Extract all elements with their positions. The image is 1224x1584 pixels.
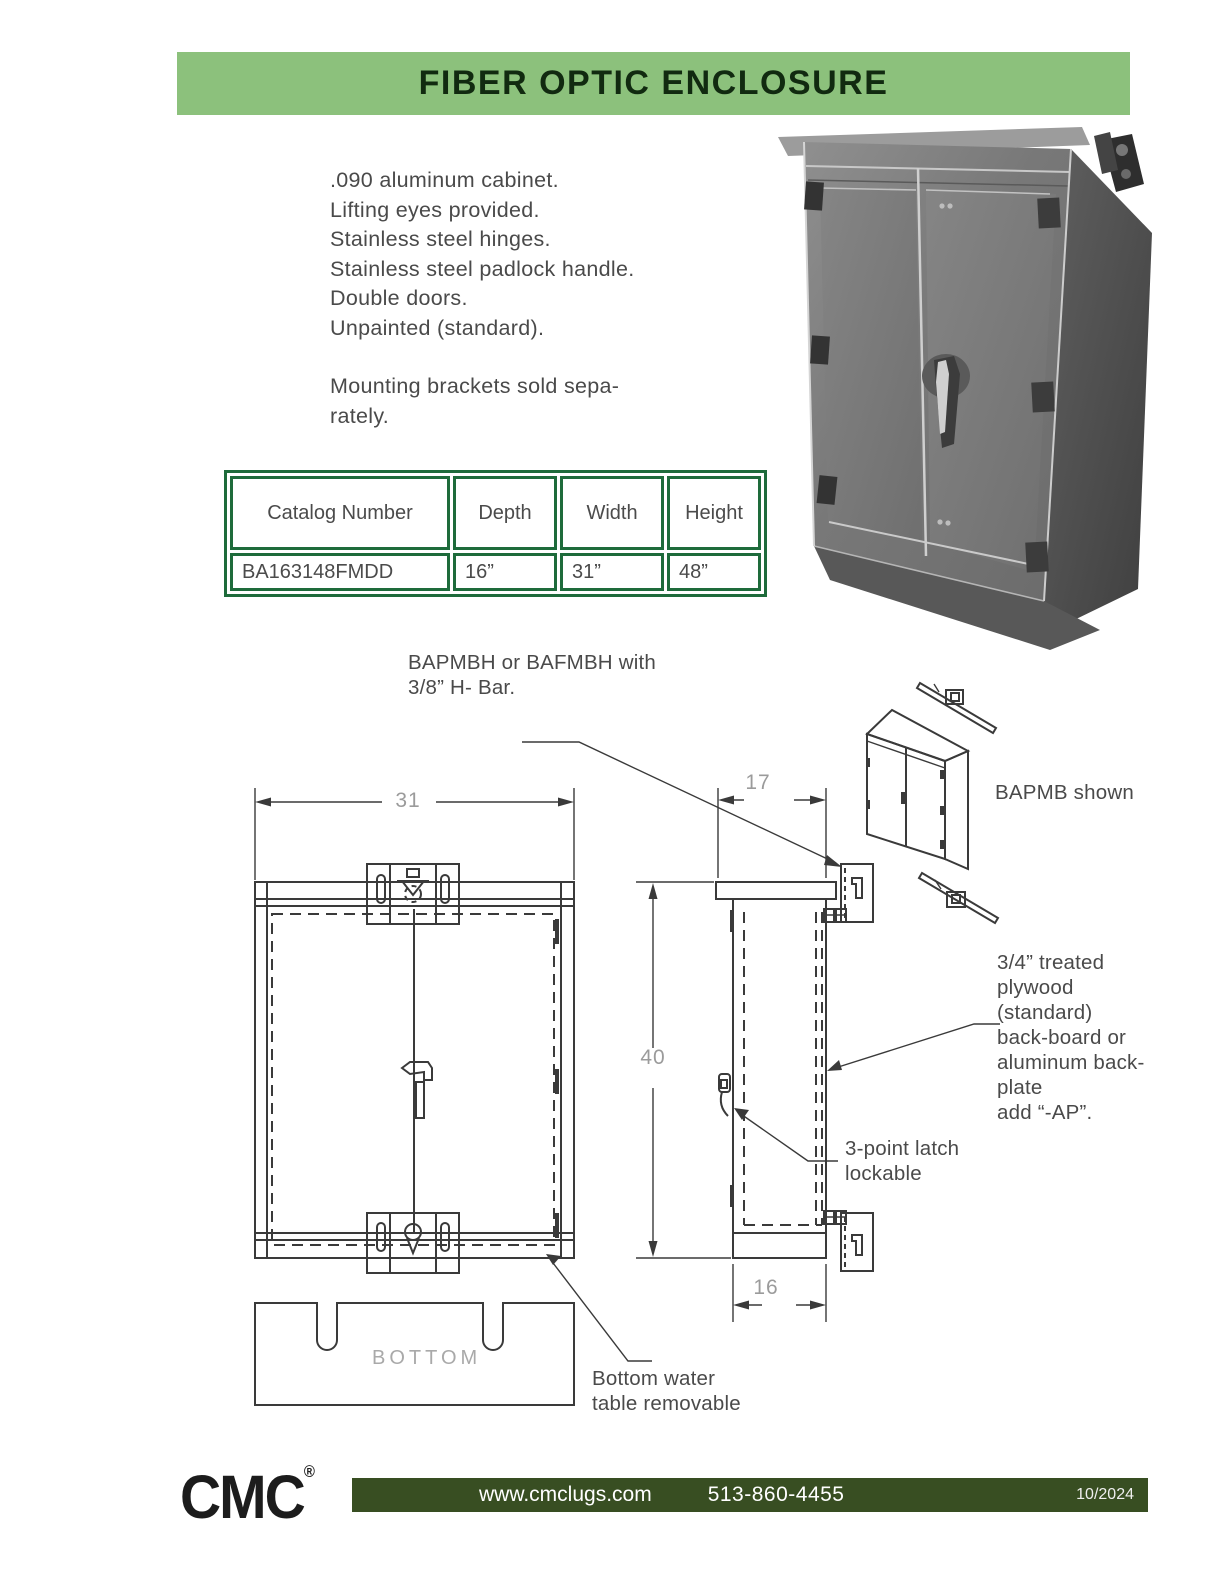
footer-website: www.cmclugs.com — [479, 1483, 652, 1506]
feature-line: Stainless steel padlock handle. — [330, 256, 635, 281]
isometric-view — [865, 681, 1000, 925]
header-width: Width — [560, 476, 664, 550]
front-view — [254, 788, 575, 1274]
cmc-logo: CMC® — [180, 1463, 315, 1533]
dimension-bottom-depth: 16 — [753, 1276, 779, 1299]
photo-padlock-handle — [922, 354, 970, 448]
feature-line: Double doors. — [330, 286, 468, 310]
side-bottom-bracket — [823, 1210, 874, 1272]
header-height: Height — [667, 476, 761, 550]
photo-base — [814, 546, 1100, 650]
side-view — [636, 788, 874, 1322]
table-row: BA163148FMDD 16” 31” 48” — [230, 553, 761, 591]
feature-list: .090 aluminum cabinet. Lifting eyes prov… — [330, 166, 635, 431]
hbar-bottom — [917, 871, 1000, 925]
callout-latch: 3-point latch lockable — [845, 1137, 960, 1185]
hbar-top — [915, 681, 998, 735]
photo-hinges-left — [804, 181, 838, 505]
dimension-side-height: 40 — [640, 1046, 666, 1069]
cell-catalog-number: BA163148FMDD — [230, 553, 450, 591]
latch-detail — [718, 1073, 731, 1117]
side-top-bracket — [823, 863, 874, 923]
footer-phone: 513-860-4455 — [707, 1483, 845, 1506]
mounting-note: Mounting brackets sold sepa- rately. — [330, 374, 620, 428]
feature-line: .090 aluminum cabinet. — [330, 168, 559, 192]
front-top-bracket — [366, 863, 460, 925]
front-bottom-bracket — [366, 1212, 460, 1274]
footer-bar: www.cmclugs.com 513-860-4455 10/2024 — [352, 1478, 1148, 1512]
feature-line: Stainless steel hinges. — [330, 227, 551, 251]
callout-hbar: BAPMBH or BAFMBH with 3/8” H- Bar. — [408, 651, 656, 699]
feature-line: Lifting eyes provided. — [330, 197, 540, 222]
bottom-view-label: BOTTOM — [372, 1347, 482, 1369]
callout-water-table: Bottom water table removable — [592, 1367, 741, 1415]
leader-lines — [522, 741, 1000, 1362]
dimension-front-width: 31 — [395, 789, 421, 812]
header-catalog-number: Catalog Number — [230, 476, 450, 550]
page-title: FIBER OPTIC ENCLOSURE — [418, 64, 889, 102]
cell-depth: 16” — [453, 553, 557, 591]
feature-line: Unpainted (standard). — [330, 315, 545, 340]
table-header-row: Catalog Number Depth Width Height — [230, 476, 761, 550]
footer-date: 10/2024 — [1076, 1486, 1134, 1503]
photo-hinges-right — [1025, 197, 1061, 573]
cell-height: 48” — [667, 553, 761, 591]
technical-drawing — [254, 681, 1000, 1406]
product-photo — [778, 127, 1152, 650]
photo-lifting-eye — [1094, 132, 1144, 192]
spec-table: Catalog Number Depth Width Height BA1631… — [224, 470, 767, 597]
callout-backboard: 3/4” treated plywood (standard) back-boa… — [997, 951, 1145, 1124]
spacer — [330, 343, 635, 372]
header-depth: Depth — [453, 476, 557, 550]
dimension-top-depth: 17 — [745, 771, 771, 794]
cell-width: 31” — [560, 553, 664, 591]
title-banner: FIBER OPTIC ENCLOSURE — [177, 52, 1130, 115]
photo-door-split — [916, 167, 928, 557]
photo-side-face — [1044, 149, 1152, 622]
callout-bapmb-shown: BAPMB shown — [995, 781, 1134, 804]
registered-trademark: ® — [303, 1463, 315, 1482]
bottom-view — [254, 1302, 575, 1406]
